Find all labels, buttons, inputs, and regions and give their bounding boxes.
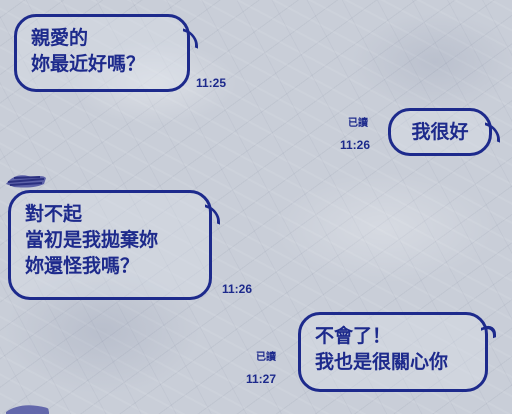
- outgoing-message-bubble[interactable]: 不會了！ 我也是很關心你: [298, 312, 488, 392]
- message-time: 11:27: [246, 372, 277, 386]
- message-line: 我很好: [411, 121, 469, 143]
- read-receipt: 已讀: [348, 118, 368, 129]
- message-line: 妳最近好嗎？: [31, 53, 146, 75]
- scribbled-out-avatar-icon: [6, 405, 49, 414]
- message-line: 妳還怪我嗎？: [25, 255, 140, 277]
- incoming-message-bubble[interactable]: 親愛的 妳最近好嗎？: [14, 14, 190, 92]
- message-line: 對不起: [25, 203, 83, 225]
- message-time: 11:26: [222, 282, 253, 296]
- message-line: 親愛的: [31, 27, 89, 49]
- incoming-message-bubble[interactable]: 對不起 當初是我拋棄妳 妳還怪我嗎？: [8, 190, 212, 300]
- message-line: 當初是我拋棄妳: [25, 229, 159, 251]
- message-time: 11:25: [196, 76, 227, 90]
- outgoing-message-bubble[interactable]: 我很好: [388, 108, 492, 156]
- message-time: 11:26: [340, 138, 371, 152]
- message-line: 我也是很關心你: [315, 351, 449, 373]
- message-line: 不會了！: [315, 325, 392, 347]
- read-receipt: 已讀: [256, 352, 276, 363]
- scribbled-out-avatar-icon: [6, 175, 46, 188]
